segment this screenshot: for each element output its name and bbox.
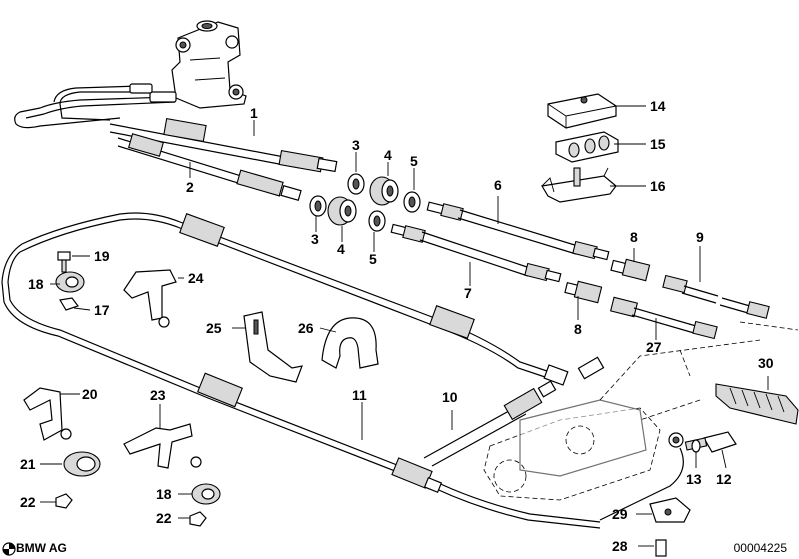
label-part-18-upper: 18 [28,276,44,292]
label-part-5-lower: 5 [369,251,377,267]
bmw-logo-icon [2,542,16,556]
label-part-18-lower: 18 [156,486,172,502]
label-part-29: 29 [612,506,628,522]
washer-3-lower [309,195,327,217]
label-part-20: 20 [82,386,98,402]
clip-29 [649,497,691,523]
washer-3-upper [347,173,365,195]
label-part-2: 2 [186,179,194,195]
handbrake-cable-upper [19,212,569,386]
label-part-23: 23 [150,387,166,403]
bracket-24 [123,269,177,328]
part-labels: 1 2 3 4 5 3 4 5 6 7 8 8 9 27 14 15 16 10… [20,98,774,554]
label-part-8-lower: 8 [574,321,582,337]
label-part-6: 6 [494,177,502,193]
washer-5-lower [368,210,386,232]
label-part-10: 10 [442,389,458,405]
clamp-21 [63,451,101,477]
label-part-22-right: 22 [156,510,172,526]
brand-name: BMW AG [16,541,67,555]
label-part-28: 28 [612,538,628,554]
label-part-15: 15 [650,136,666,152]
label-part-21: 21 [20,456,36,472]
label-part-22-left: 22 [20,494,36,510]
label-part-24: 24 [188,270,204,286]
clamp-18-upper [55,271,85,293]
bracket-23 [123,423,202,469]
connector-8-upper [610,258,651,282]
label-part-13: 13 [686,471,702,487]
clamp-26 [321,317,379,369]
nut-17 [59,297,79,311]
brake-pipes-front [14,83,177,129]
brake-pipe-27 [609,296,718,340]
label-part-19: 19 [94,248,110,264]
mounting-bracket-16 [541,167,617,203]
brake-hose-7 [390,223,562,283]
label-part-12: 12 [716,471,732,487]
brake-pipe-9 [662,274,770,319]
label-part-25: 25 [206,320,222,336]
label-part-17: 17 [94,302,110,318]
label-part-11: 11 [352,387,367,403]
brake-pipe-end [599,432,684,521]
part-28 [655,539,667,557]
label-part-4-upper: 4 [384,147,392,163]
label-part-7: 7 [464,285,472,301]
washer-5-upper [403,191,421,213]
brake-hose-2 [117,133,302,202]
bracket-25 [243,311,303,383]
pressure-regulator-valve [171,20,247,109]
connector-8-lower [564,280,603,304]
label-part-8-upper: 8 [630,229,638,245]
label-part-30: 30 [758,355,774,371]
label-part-1: 1 [250,105,258,121]
pipe-clip-14 [547,93,617,129]
label-part-27: 27 [646,339,662,355]
label-part-9: 9 [696,229,704,245]
handbrake-cable-11 [1,243,601,529]
grommet-4-lower [327,196,357,226]
label-part-4-lower: 4 [337,241,345,257]
master-cylinder-assembly [483,321,799,501]
nut-22-left [55,493,73,509]
bracket-20 [23,387,72,441]
washer-13 [691,439,701,453]
cable-guide-30 [715,383,799,425]
bolt-19 [57,251,71,273]
nut-22-right [189,511,207,527]
label-part-3-lower: 3 [311,231,319,247]
handbrake-cable-10 [423,356,605,467]
grommet-4-upper [369,176,399,206]
pipe-fitting [129,83,177,103]
clamp-18-lower [191,483,221,505]
label-part-5-upper: 5 [410,153,418,169]
document-number: 00004225 [733,541,787,555]
leader-lines [40,105,769,547]
pipe-clip-15 [555,131,619,163]
label-part-26: 26 [298,320,314,336]
label-part-3-upper: 3 [352,137,360,153]
label-part-16: 16 [650,178,666,194]
label-part-14: 14 [650,98,666,114]
brake-hose-6 [426,201,610,261]
